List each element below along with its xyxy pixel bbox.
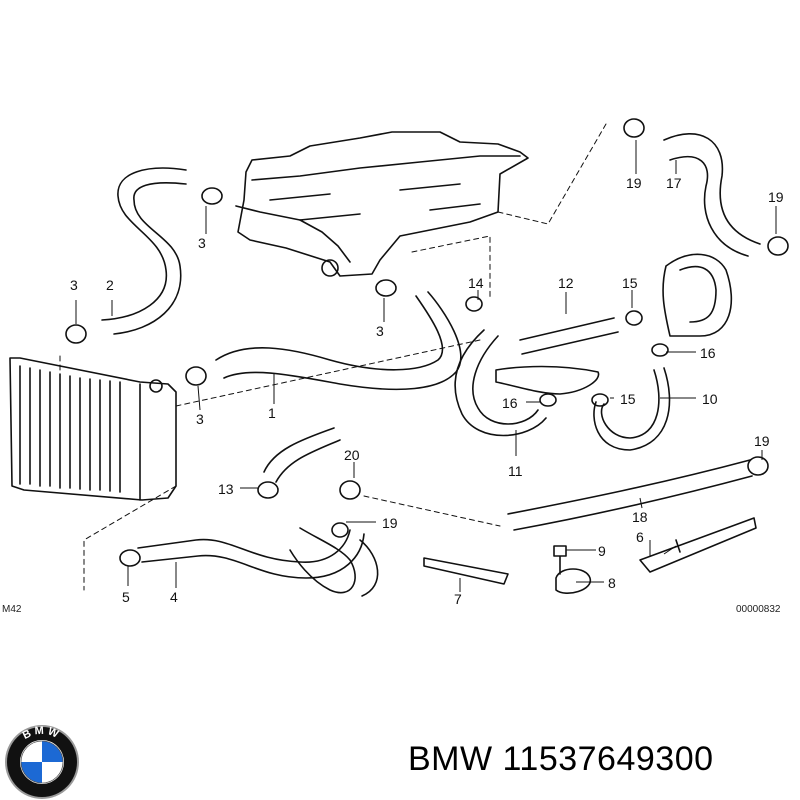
bracket-6 [639, 517, 757, 573]
leader-lines [75, 140, 777, 592]
thermostat-housing [662, 253, 733, 337]
corner-code-left: M42 [2, 604, 22, 615]
callout-4: 4 [170, 589, 178, 605]
callout-9: 9 [598, 543, 606, 559]
dashed-guides [59, 123, 607, 591]
svg-text:BMW: BMW [21, 725, 63, 742]
bmw-logo: BMW [5, 725, 79, 799]
flange-plate [495, 365, 600, 395]
hose-10 [593, 367, 671, 451]
callout-19c: 19 [754, 433, 770, 449]
callout-6: 6 [636, 529, 644, 545]
callout-19b: 19 [768, 189, 784, 205]
callout-14: 14 [468, 275, 484, 291]
clamp-8 [555, 568, 591, 594]
callout-labels: 1 2 3 3 3 3 4 5 6 7 8 9 10 11 12 13 14 1… [70, 175, 784, 607]
callout-5: 5 [122, 589, 130, 605]
callout-15a: 15 [622, 275, 638, 291]
callout-20: 20 [344, 447, 360, 463]
callout-19d: 19 [382, 515, 398, 531]
hose-17 [663, 133, 761, 257]
hose-13 [263, 427, 341, 483]
callout-17: 17 [666, 175, 682, 191]
callout-10: 10 [702, 391, 718, 407]
hose-18 [507, 459, 753, 531]
callout-12: 12 [558, 275, 574, 291]
hose-1 [215, 291, 462, 391]
hose-lower [289, 527, 379, 597]
callout-19a: 19 [626, 175, 642, 191]
hose-11 [454, 329, 547, 437]
callout-15b: 15 [620, 391, 636, 407]
part-caption: BMW 11537649300 [408, 740, 714, 778]
corner-code-right: 00000832 [736, 604, 781, 615]
radiator [9, 357, 177, 501]
callout-3a: 3 [198, 235, 206, 251]
callout-16b: 16 [502, 395, 518, 411]
callout-11: 11 [508, 463, 523, 479]
callout-1: 1 [268, 405, 276, 421]
callout-3d: 3 [196, 411, 204, 427]
callout-8: 8 [608, 575, 616, 591]
callout-18: 18 [632, 509, 648, 525]
hose-4 [137, 529, 365, 579]
hose-clamps [65, 118, 789, 567]
callout-7: 7 [454, 591, 462, 607]
callout-13: 13 [218, 481, 234, 497]
logo-lettering: BMW [21, 725, 60, 742]
callout-3b: 3 [70, 277, 78, 293]
hose-2 [101, 167, 187, 335]
engine-block [235, 131, 529, 277]
callout-3c: 3 [376, 323, 384, 339]
strip-7 [423, 557, 509, 585]
bolt-9 [553, 545, 567, 575]
callout-2: 2 [106, 277, 114, 293]
hose-12 [519, 317, 619, 355]
callout-16a: 16 [700, 345, 716, 361]
